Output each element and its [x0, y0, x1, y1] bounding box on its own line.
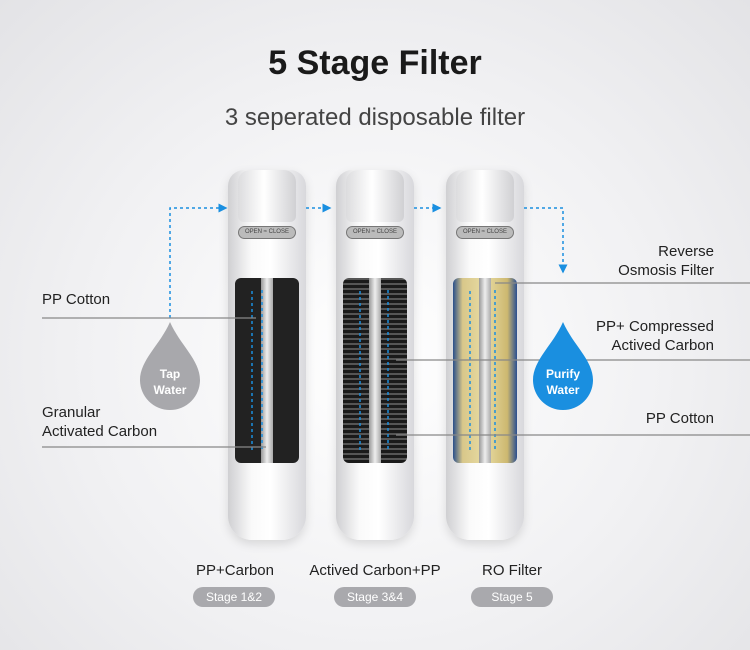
filter-caption: Actived Carbon+PP — [309, 562, 441, 579]
filter-cap — [346, 170, 404, 222]
tap-water-label: Tap Water — [153, 367, 187, 397]
flow-arrow — [524, 207, 568, 274]
filter-cap — [238, 170, 296, 222]
label-pp-compressed-carbon: PP+ Compressed Actived Carbon — [596, 318, 714, 354]
label-granular-carbon: Granular Activated Carbon — [42, 404, 158, 440]
filter-window — [343, 278, 407, 463]
filter-window — [235, 278, 299, 463]
stage-badge: Stage 3&4 — [334, 587, 416, 607]
purify-water-drop-icon — [533, 322, 593, 410]
label-reverse-osmosis: Reverse Osmosis Filter — [618, 243, 714, 279]
filter-stage-3-4: OPEN ≈ CLOSE — [336, 170, 414, 540]
filter-cap — [456, 170, 514, 222]
tap-water-drop-icon — [140, 322, 200, 410]
open-close-label: OPEN ≈ CLOSE — [456, 226, 514, 239]
page-subtitle: 3 seperated disposable filter — [224, 104, 526, 131]
label-pp-cotton-left: PP Cotton — [42, 291, 111, 308]
filter-stage-1-2: OPEN ≈ CLOSE — [228, 170, 306, 540]
filter-window — [453, 278, 517, 463]
page-title: 5 Stage Filter — [268, 44, 482, 82]
open-close-label: OPEN ≈ CLOSE — [346, 226, 404, 239]
filter-caption: RO Filter — [482, 562, 542, 579]
stage-badge: Stage 5 — [471, 587, 553, 607]
flow-arrow — [251, 290, 496, 450]
purify-water-label: Purify Water — [545, 367, 580, 397]
flow-arrow — [169, 203, 228, 318]
filter-stage-5: OPEN ≈ CLOSE — [446, 170, 524, 540]
open-close-label: OPEN ≈ CLOSE — [238, 226, 296, 239]
filter-caption: PP+Carbon — [196, 562, 274, 579]
label-pp-cotton-right: PP Cotton — [645, 410, 714, 427]
stage-badge: Stage 1&2 — [193, 587, 275, 607]
